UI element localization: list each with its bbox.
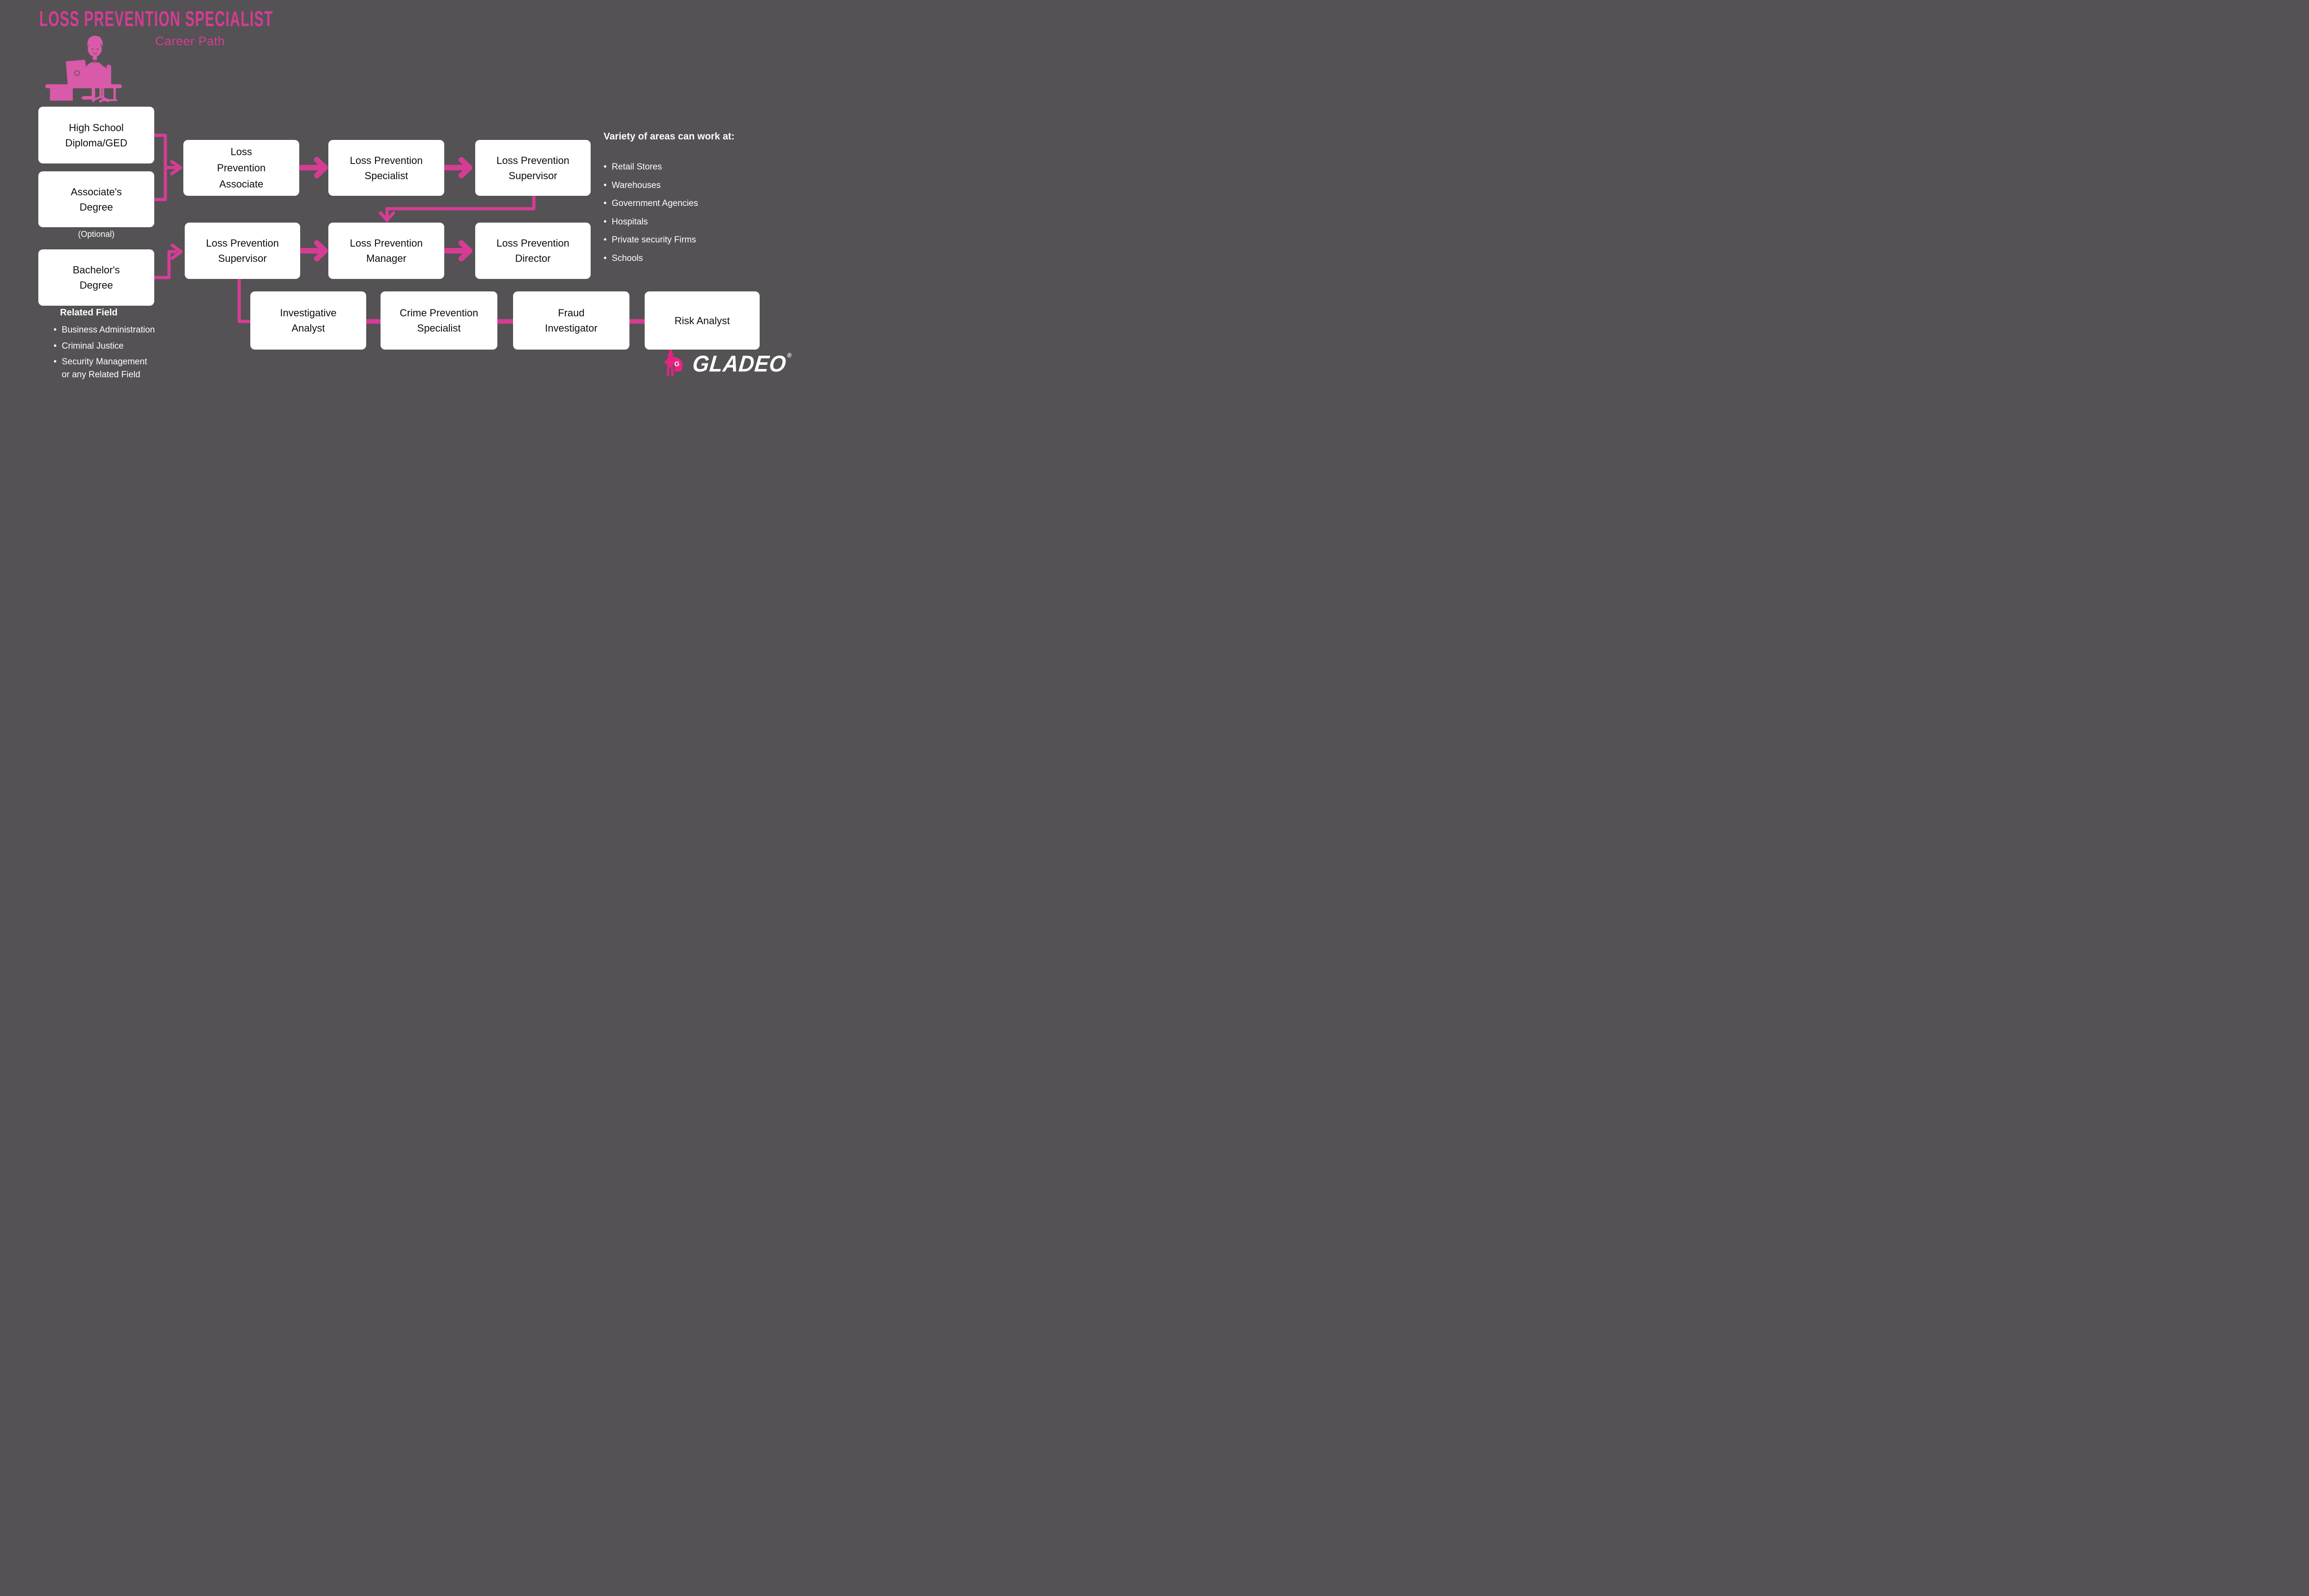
work-areas-block: Variety of areas can work at: Retail Sto… bbox=[604, 131, 735, 270]
list-item: Criminal Justice bbox=[54, 340, 155, 353]
page-subtitle: Career Path bbox=[155, 34, 225, 48]
associates-optional-note: (Optional) bbox=[78, 230, 115, 239]
list-item: Retail Stores bbox=[604, 161, 735, 174]
list-item: Schools bbox=[604, 252, 735, 265]
arrowhead-supervisor-to-manager bbox=[379, 211, 395, 222]
connector-overlay bbox=[152, 133, 645, 324]
box-investigative-analyst: Investigative Analyst bbox=[250, 291, 366, 350]
box-loss-prevention-supervisor-1: Loss Prevention Supervisor bbox=[475, 140, 591, 196]
gladeo-hero-icon: G bbox=[664, 350, 683, 376]
arrowhead-bachelors-to-supervisor bbox=[170, 243, 183, 260]
box-fraud-investigator: Fraud Investigator bbox=[513, 291, 629, 350]
gladeo-wordmark: GLADEO® bbox=[691, 350, 793, 377]
connector-bachelors-to-supervisor bbox=[152, 250, 177, 279]
work-areas-heading: Variety of areas can work at: bbox=[604, 131, 735, 142]
list-item: Warehouses bbox=[604, 179, 735, 192]
box-bachelors-degree: Bachelor's Degree bbox=[38, 249, 154, 306]
arrowhead-supervisor2-to-manager bbox=[314, 240, 328, 261]
related-field-heading: Related Field bbox=[60, 308, 118, 318]
arrowhead-associate-to-specialist bbox=[314, 157, 328, 178]
box-loss-prevention-director: Loss Prevention Director bbox=[475, 223, 591, 279]
box-loss-prevention-specialist: Loss Prevention Specialist bbox=[328, 140, 444, 196]
connector-supervisor-to-manager-elbow bbox=[385, 194, 536, 218]
box-loss-prevention-manager: Loss Prevention Manager bbox=[328, 223, 444, 279]
list-item: Business Administration bbox=[54, 324, 155, 337]
list-item: Security Management or any Related Field bbox=[54, 356, 155, 381]
connector-supervisor2-to-row3 bbox=[237, 277, 251, 323]
arrowhead-education-to-associate bbox=[170, 160, 182, 175]
related-field-list: Business Administration Criminal Justice… bbox=[54, 324, 155, 381]
box-crime-prevention-specialist: Crime Prevention Specialist bbox=[381, 291, 497, 350]
box-associates-degree: Associate's Degree bbox=[38, 171, 154, 227]
arrowhead-specialist-to-supervisor bbox=[459, 157, 472, 178]
person-at-desk-illustration bbox=[45, 36, 122, 103]
page-title: LOSS PREVENTION SPECIALIST bbox=[39, 6, 273, 31]
work-areas-list: Retail Stores Warehouses Government Agen… bbox=[604, 161, 735, 265]
gladeo-logo: G GLADEO® bbox=[661, 349, 793, 378]
career-path-infographic: LOSS PREVENTION SPECIALIST Career Path bbox=[0, 0, 798, 399]
registered-mark: ® bbox=[786, 351, 793, 359]
hero-monogram: G bbox=[674, 360, 680, 368]
list-item: Private security Firms bbox=[604, 234, 735, 247]
list-item: Government Agencies bbox=[604, 197, 735, 210]
connector-education-bracket bbox=[152, 133, 167, 201]
box-loss-prevention-associate: Loss Prevention Associate bbox=[183, 140, 299, 196]
related-field-block: Related Field Business Administration Cr… bbox=[54, 308, 155, 384]
arrowhead-manager-to-director bbox=[459, 240, 472, 261]
box-high-school-diploma: High School Diploma/GED bbox=[38, 107, 154, 163]
list-item: Hospitals bbox=[604, 216, 735, 229]
box-risk-analyst: Risk Analyst bbox=[645, 291, 760, 350]
box-loss-prevention-supervisor-2: Loss Prevention Supervisor bbox=[185, 223, 300, 279]
